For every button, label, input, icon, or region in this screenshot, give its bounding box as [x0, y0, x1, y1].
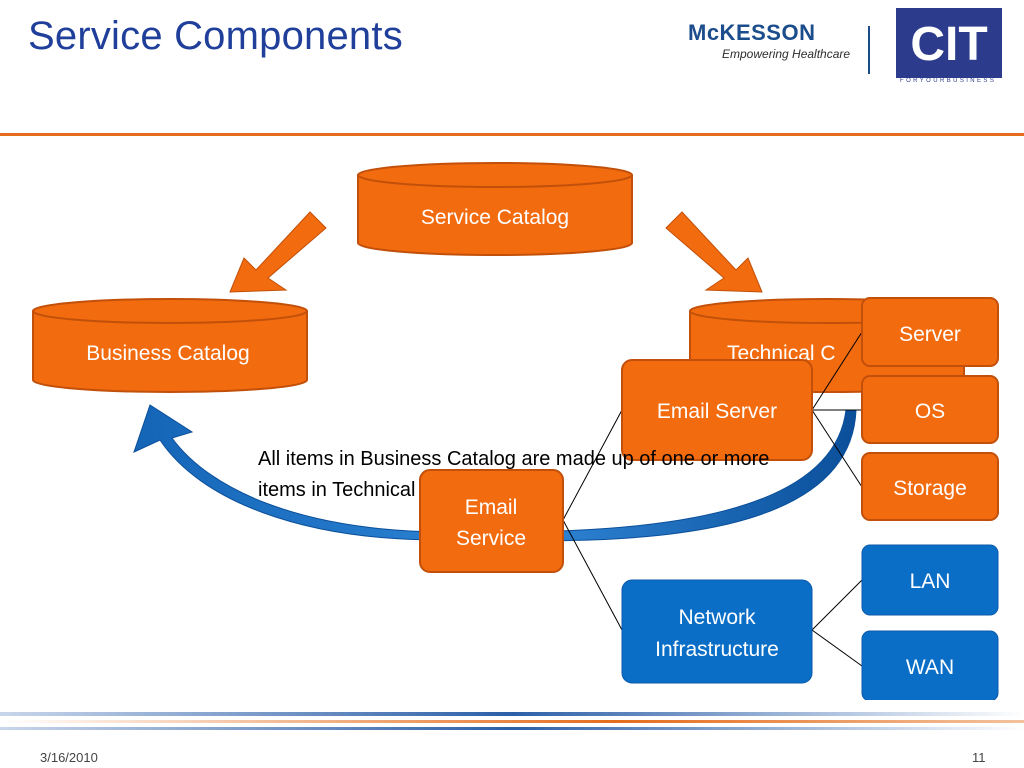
os-node: OS — [861, 375, 999, 444]
email-server-node: Email Server — [621, 359, 813, 461]
wan-node: WAN — [861, 630, 999, 700]
service-components-diagram: Service Catalog Business Catalog Technic… — [32, 162, 999, 700]
network-label-line2: Infrastructure — [655, 638, 779, 661]
connector-lines — [562, 331, 863, 667]
storage-label: Storage — [893, 477, 967, 500]
storage-node: Storage — [861, 452, 999, 521]
lan-node: LAN — [861, 544, 999, 616]
service-catalog-label: Service Catalog — [421, 206, 569, 229]
mckesson-logo-tagline: Empowering Healthcare — [722, 47, 851, 61]
lan-label: LAN — [910, 570, 951, 593]
email-service-layer: Email Service — [419, 469, 564, 573]
connector-network-to-wan — [811, 629, 863, 667]
arrow-to-business-catalog — [229, 211, 327, 293]
footer-date: 3/16/2010 — [40, 750, 98, 765]
logo-divider — [868, 26, 870, 74]
slide-title: Service Components — [28, 14, 403, 58]
mckesson-logo-name: McKESSON — [688, 20, 816, 45]
cit-logo-letters: CIT — [910, 18, 987, 71]
technical-to-business-arrow — [133, 404, 857, 542]
connector-email-service-to-email-server — [562, 409, 623, 521]
email-service-node: Email Service — [419, 469, 564, 573]
cit-logo-tagline: FORYOURBUSINESS — [900, 78, 997, 84]
mckesson-logo: McKESSON Empowering Healthcare — [688, 20, 850, 61]
wan-label: WAN — [906, 656, 954, 679]
connector-network-to-lan — [811, 579, 863, 631]
connector-email-service-to-network — [562, 519, 623, 631]
network-label-line1: Network — [678, 606, 756, 629]
email-service-label-line1: Email — [465, 496, 518, 519]
business-catalog-label: Business Catalog — [86, 342, 249, 365]
connector-email-server-to-storage — [811, 409, 863, 488]
business-catalog-cylinder: Business Catalog — [32, 298, 308, 393]
header-rule — [0, 133, 1024, 136]
footer-decoration — [0, 712, 1024, 730]
cit-logo: CIT — [896, 8, 1002, 78]
os-label: OS — [915, 400, 945, 423]
email-server-label: Email Server — [657, 400, 777, 423]
server-node: Server — [861, 297, 999, 367]
service-catalog-cylinder: Service Catalog — [357, 162, 633, 256]
server-label: Server — [899, 323, 961, 346]
footer-page-number: 11 — [972, 750, 986, 765]
arrow-to-technical-catalog — [665, 211, 763, 293]
email-service-label-line2: Service — [456, 527, 526, 550]
network-infrastructure-node: Network Infrastructure — [621, 579, 813, 684]
connector-email-server-to-server — [811, 331, 863, 411]
